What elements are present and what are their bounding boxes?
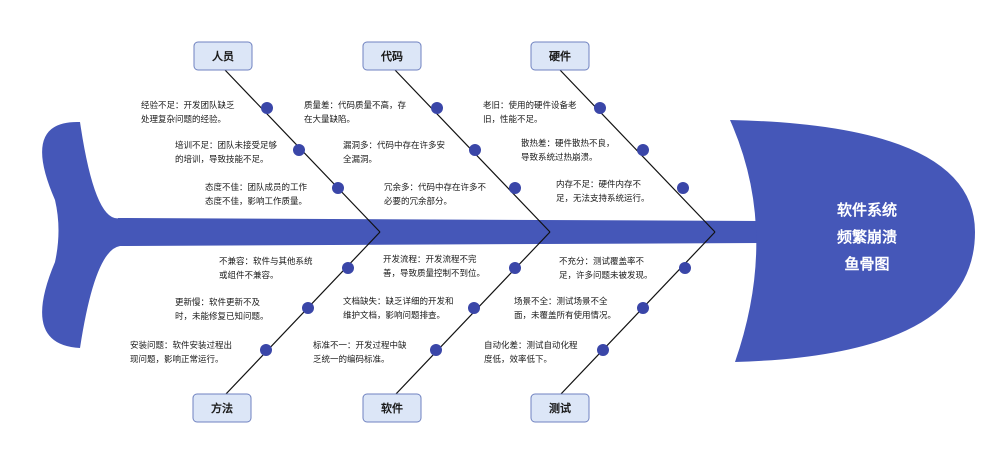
cause-label: 安装问题：软件安装过程出 [130,340,232,351]
cause-node [594,102,606,114]
category-label-software: 软件 [381,401,403,415]
cause-label: 时，未能修复已知问题。 [175,311,269,322]
category-box-testing: 测试 [530,393,590,423]
cause-label: 度低，效率低下。 [484,354,552,365]
cause-label: 乏统一的编码标准。 [313,354,390,365]
category-label-people: 人员 [212,49,234,63]
cause-node [509,182,521,194]
cause-node [469,144,481,156]
cause-node [637,302,649,314]
cause-node [261,102,273,114]
cause-label: 处理复杂问题的经验。 [141,114,226,125]
cause-node [431,102,443,114]
fish-tail [42,121,120,348]
category-box-hardware: 硬件 [530,41,590,71]
category-box-code: 代码 [362,41,422,71]
head-title-line-3: 鱼骨图 [844,255,889,273]
cause-node [260,344,272,356]
cause-node [679,262,691,274]
cause-node [332,182,344,194]
cause-label: 善，导致质量控制不到位。 [383,268,485,279]
cause-label: 导致系统过热崩溃。 [521,152,598,163]
cause-label: 质量差：代码质量不高，存 [304,100,407,111]
cause-label: 不兼容：软件与其他系统 [219,256,313,267]
bone-method [224,231,381,396]
category-box-software: 软件 [362,393,422,423]
cause-node [293,144,305,156]
cause-label: 经验不足：开发团队缺乏 [141,100,235,111]
cause-label: 不充分：测试覆盖率不 [559,256,645,267]
cause-label: 态度不佳，影响工作质量。 [205,196,307,207]
cause-node [509,262,521,274]
head-title-line-1: 软件系统 [837,201,897,219]
cause-label: 内存不足：硬件内存不 [556,179,642,190]
category-label-testing: 测试 [549,401,571,415]
cause-label: 在大量缺陷。 [304,114,355,125]
cause-label: 自动化差：测试自动化程 [484,340,578,351]
category-box-method: 方法 [192,393,252,423]
cause-label: 全漏洞。 [343,154,377,165]
cause-label: 更新慢：软件更新不及 [175,297,261,308]
cause-label: 文档缺失：缺乏详细的开发和 [343,296,454,307]
cause-label: 足，无法支持系统运行。 [556,193,650,204]
cause-label: 培训不足：团队未接受足够 [175,140,278,151]
cause-label: 足，许多问题未被发现。 [559,270,653,281]
cause-label: 散热差：硬件散热不良， [521,138,615,149]
cause-label: 冗余多：代码中存在许多不 [384,182,487,193]
cause-node [342,262,354,274]
fish-head [730,120,975,362]
cause-node [430,344,442,356]
cause-label: 开发流程：开发流程不完 [383,254,477,265]
category-label-method: 方法 [211,401,233,415]
cause-node [468,302,480,314]
cause-node [637,144,649,156]
cause-node [302,302,314,314]
cause-label: 旧，性能不足。 [483,114,543,125]
fish-spine [118,218,760,246]
cause-label: 态度不佳：团队成员的工作 [205,182,308,193]
bone-testing [559,231,716,396]
cause-label: 老旧：使用的硬件设备老 [483,100,577,111]
cause-label: 标准不一：开发过程中缺 [313,340,407,351]
category-label-hardware: 硬件 [549,49,571,63]
cause-label: 现问题，影响正常运行。 [130,354,224,365]
cause-label: 维护文档，影响问题排查。 [343,310,445,321]
category-box-people: 人员 [193,41,253,71]
cause-label: 场景不全：测试场景不全 [514,296,608,307]
category-label-code: 代码 [380,49,403,63]
cause-label: 面，未覆盖所有使用情况。 [514,310,616,321]
head-title-line-2: 频繁崩溃 [837,228,897,246]
cause-node [597,344,609,356]
cause-label: 漏洞多：代码中存在许多安 [343,140,445,151]
cause-label: 的培训，导致技能不足。 [175,154,269,165]
cause-label: 必要的冗余部分。 [384,196,452,207]
cause-node [677,182,689,194]
cause-label: 或组件不兼容。 [219,270,279,281]
